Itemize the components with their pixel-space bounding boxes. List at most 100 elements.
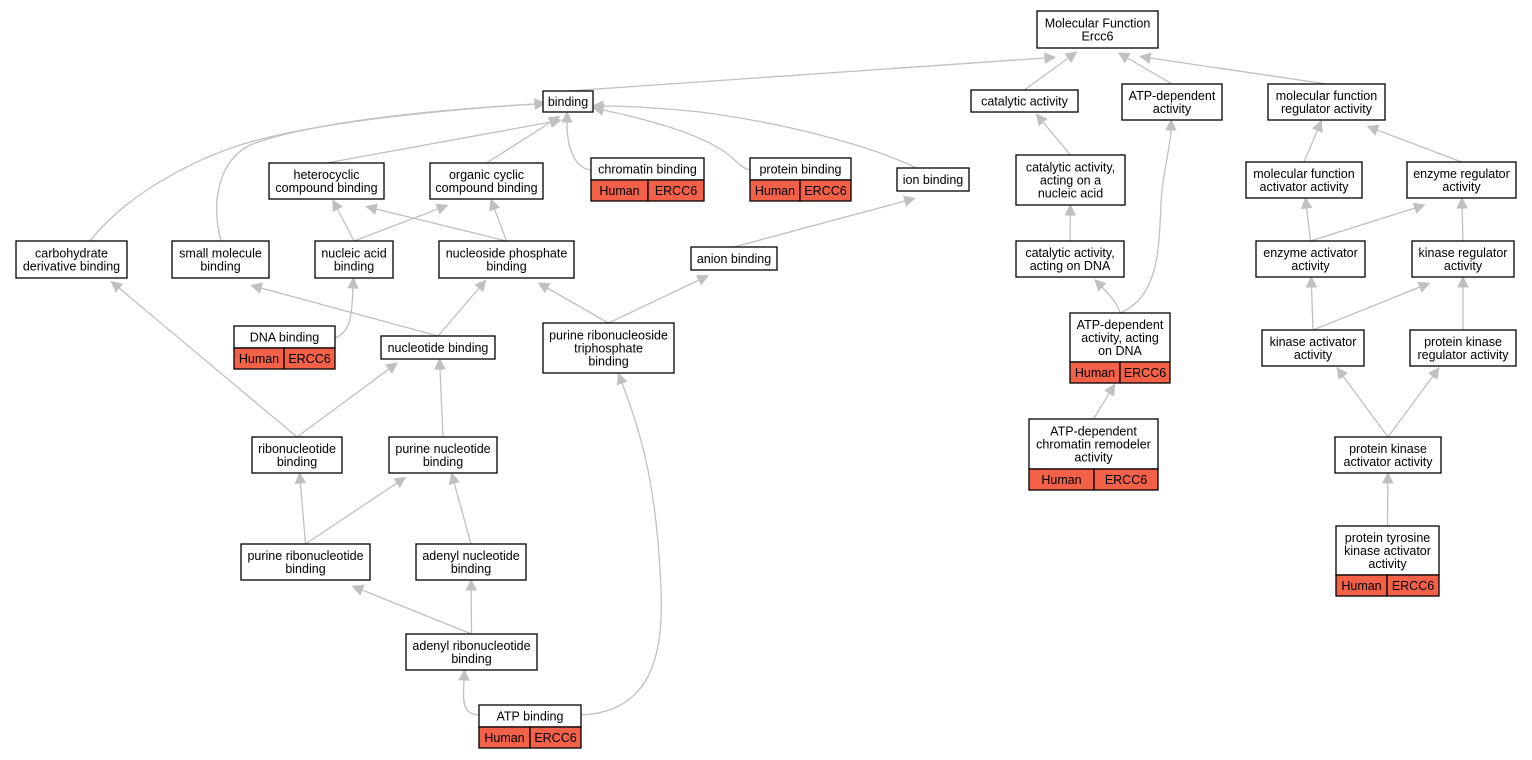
node-label-line: activity xyxy=(1444,259,1483,273)
annotation-species-cell[interactable]: Human xyxy=(590,179,649,202)
node-box xyxy=(429,162,544,200)
go-term-node-catalytic[interactable]: catalytic activity xyxy=(970,89,1079,113)
node-label-line: enzyme regulator xyxy=(1413,167,1510,181)
edge-ribonuc-to-carb xyxy=(118,287,298,438)
node-label-line: kinase regulator xyxy=(1419,246,1508,260)
arrowhead xyxy=(294,471,307,484)
node-box xyxy=(1406,161,1517,199)
node-label-line: activity xyxy=(1294,348,1333,362)
node-label-line: binding xyxy=(277,455,317,469)
annotation-gene-cell[interactable]: ERCC6 xyxy=(283,347,336,370)
edge-purribnuc-to-ribonuc xyxy=(299,482,307,545)
arrowhead xyxy=(1366,124,1380,136)
node-box xyxy=(1121,83,1223,121)
node-label-line: catalytic activity xyxy=(981,95,1069,109)
arrowhead xyxy=(474,279,487,293)
annotation-species-cell[interactable]: Human xyxy=(478,726,531,749)
annotation-gene-cell[interactable]: ERCC6 xyxy=(1119,361,1171,384)
annotation-cell-label: Human xyxy=(1041,473,1081,487)
annotation-gene-cell[interactable]: ERCC6 xyxy=(1386,574,1440,597)
arrowhead xyxy=(365,203,378,215)
node-box xyxy=(1267,83,1386,121)
go-term-node-binding[interactable]: binding xyxy=(542,90,594,113)
arrowhead xyxy=(489,198,501,212)
node-label-line: adenyl nucleotide xyxy=(422,549,519,563)
edge-catalytic-to-mf xyxy=(1024,57,1069,91)
annotation-gene-cell[interactable]: ERCC6 xyxy=(529,726,582,749)
annotation-species-cell[interactable]: Human xyxy=(233,347,285,370)
node-label-line: nucleic acid xyxy=(1038,187,1103,201)
edge-ribonuc-to-nucleotide xyxy=(296,368,390,438)
annotation-cell-bg xyxy=(283,347,336,370)
arrowhead xyxy=(110,280,124,293)
arrowhead xyxy=(534,98,547,110)
annotation-gene-cell[interactable]: ERCC6 xyxy=(799,179,852,202)
arrowhead xyxy=(1305,275,1318,288)
node-box xyxy=(380,335,496,360)
go-term-node-ion[interactable]: ion binding xyxy=(896,167,970,192)
node-label-line: organic cyclic xyxy=(449,168,524,182)
arrowhead xyxy=(347,276,359,289)
edge-kinact-to-enzact xyxy=(1310,286,1314,331)
annotation-species-cell[interactable]: Human xyxy=(1335,574,1388,597)
node-box xyxy=(1069,312,1171,363)
node-label-line: regulator activity xyxy=(1281,102,1373,116)
node-label-line: binding xyxy=(548,95,588,109)
edge-atp-to-adenylrib xyxy=(462,679,480,716)
edge-protkinact-to-protkinreg xyxy=(1387,375,1434,438)
arrowhead xyxy=(1139,52,1152,64)
node-label-line: adenyl ribonucleotide xyxy=(412,639,530,653)
node-label-line: acting on DNA xyxy=(1030,259,1111,273)
go-term-node-nucleotide[interactable]: nucleotide binding xyxy=(380,335,496,360)
node-box xyxy=(1409,329,1517,367)
go-term-node-anion[interactable]: anion binding xyxy=(690,246,778,271)
go-term-node-catdna[interactable]: catalytic activity,acting on DNA xyxy=(1015,240,1125,278)
annotation-species-cell[interactable]: Human xyxy=(749,179,801,202)
annotation-species-cell[interactable]: Human xyxy=(1069,361,1121,384)
arrowhead xyxy=(434,357,446,370)
node-label-line: ion binding xyxy=(903,173,964,187)
annotation-gene-cell[interactable]: ERCC6 xyxy=(647,179,705,202)
annotation-species-cell[interactable]: Human xyxy=(1028,468,1095,491)
annotation-cell-bg xyxy=(529,726,582,749)
edge-dna-to-nucacid xyxy=(334,287,354,339)
arrowhead xyxy=(393,476,407,489)
node-label-line: nucleic acid xyxy=(321,247,386,261)
edge-chromatin-to-binding xyxy=(566,121,592,171)
annotation-gene-cell[interactable]: ERCC6 xyxy=(1093,468,1159,491)
node-label-line: activity, acting xyxy=(1081,331,1159,345)
edge-nucacid-to-hetero xyxy=(336,208,355,242)
node-label-line: chromatin remodeler xyxy=(1036,438,1151,452)
node-box xyxy=(970,89,1079,113)
